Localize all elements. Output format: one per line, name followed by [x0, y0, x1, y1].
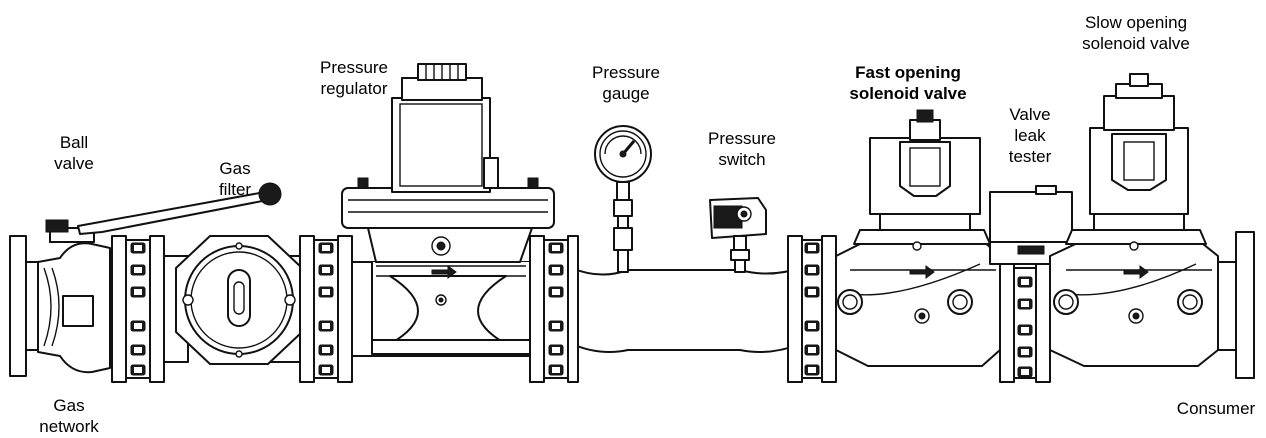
pressure-switch — [709, 197, 767, 273]
flange-pair-2 — [299, 235, 353, 383]
valve-leak-tester — [989, 185, 1073, 383]
pressure-gauge — [594, 125, 652, 273]
flange-pair-4 — [787, 235, 837, 383]
slow-opening-solenoid-valve — [1049, 73, 1219, 367]
consumer-label: Consumer — [1176, 399, 1256, 418]
fast-opening-valve-label: Fast opening solenoid valve — [849, 63, 967, 103]
pressure-regulator — [341, 63, 555, 357]
inlet-flange — [9, 235, 39, 377]
ball-valve-label: Ball valve — [54, 133, 94, 173]
pressure-regulator-label: Pressure regulator — [319, 58, 389, 98]
flange-pair-3 — [529, 235, 579, 383]
main-pipe — [571, 267, 801, 353]
slow-opening-valve-label: Slow opening solenoid valve — [1082, 13, 1190, 53]
gas-filter — [163, 235, 303, 365]
pressure-gauge-label: Pressure gauge — [591, 63, 661, 103]
ball-valve — [37, 182, 282, 374]
flange-pair-1 — [111, 235, 165, 383]
outlet-flange — [1217, 231, 1255, 379]
valve-leak-tester-label: Valve leak tester — [1008, 105, 1052, 166]
gas-network-label: Gas network — [39, 396, 99, 436]
fast-opening-solenoid-valve — [835, 109, 1001, 367]
pressure-switch-label: Pressure switch — [707, 129, 777, 169]
gas-filter-label: Gas filter — [218, 159, 252, 199]
